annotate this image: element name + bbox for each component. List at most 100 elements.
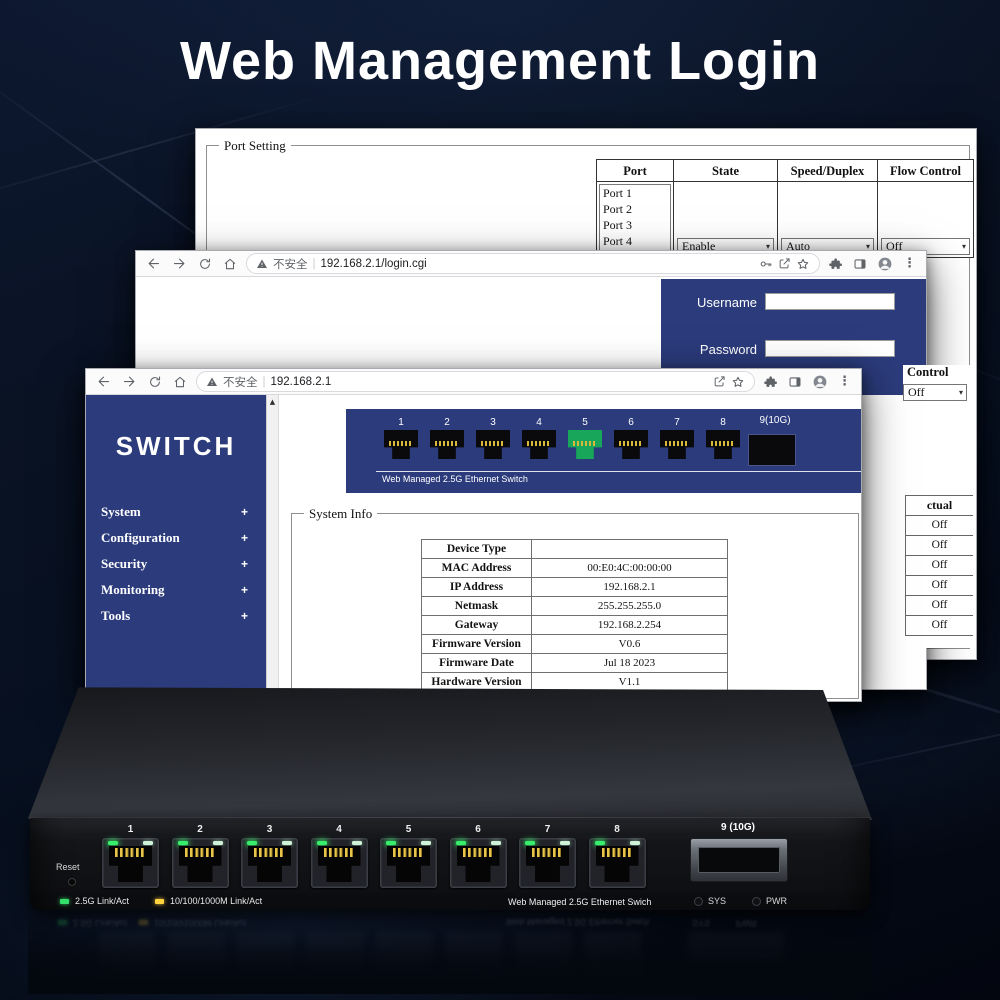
port-pins-icon: [184, 848, 216, 857]
device-port-number: 8: [614, 824, 620, 835]
info-row-value: 192.168.2.254: [532, 616, 728, 635]
port-pins-icon: [665, 441, 689, 446]
brand-logo: SWITCH: [115, 431, 237, 461]
extensions-puzzle-icon[interactable]: [764, 375, 778, 389]
banner-port-icon: [706, 430, 740, 459]
info-row-label: IP Address: [422, 578, 532, 597]
expand-plus-icon[interactable]: +: [240, 531, 248, 545]
switch-banner: 1 2 3 4 5 6 7 8 9(10G) Web Managed 2.5G …: [346, 409, 861, 493]
rj45-port: [449, 838, 507, 888]
green-led-icon: [525, 840, 535, 845]
info-row-label: Netmask: [422, 597, 532, 616]
expand-plus-icon[interactable]: +: [240, 609, 248, 623]
sidebar-item-configuration[interactable]: Configuration +: [86, 525, 266, 551]
banner-port-number: 1: [398, 417, 404, 428]
profile-avatar-icon[interactable]: [812, 374, 828, 390]
switch-management-window: 不安全 | 192.168.2.1 ⋮ SWITCH System: [85, 368, 862, 702]
port-option[interactable]: Port 1: [603, 186, 633, 200]
browser-menu-icon[interactable]: ⋮: [838, 374, 851, 389]
sidebar-item-tools[interactable]: Tools +: [86, 603, 266, 629]
flow-control-select-fragment[interactable]: Off ▾: [903, 384, 967, 401]
back-icon[interactable]: [96, 374, 111, 389]
port-option[interactable]: Port 2: [603, 202, 633, 216]
status-cell: Off: [906, 556, 973, 576]
port-option[interactable]: Port 4: [603, 234, 633, 248]
chevron-down-icon: ▾: [961, 242, 966, 251]
status-cell: Off: [906, 616, 973, 636]
rj45-port: [380, 838, 437, 888]
info-row-label: MAC Address: [422, 559, 532, 578]
rj45-port: [102, 838, 159, 888]
expand-plus-icon[interactable]: +: [240, 505, 248, 519]
password-input[interactable]: [765, 340, 895, 357]
banner-sfp-label: 9(10G): [759, 415, 791, 426]
sidebar-item-monitoring[interactable]: Monitoring +: [86, 577, 266, 603]
info-row-label: Firmware Version: [422, 635, 532, 654]
port-config-table: Port State Speed/Duplex Flow Control Por…: [596, 159, 974, 258]
info-row-label: Gateway: [422, 616, 532, 635]
chevron-down-icon: ▾: [765, 242, 770, 251]
username-input[interactable]: [765, 293, 895, 310]
banner-sfp-port-icon: [749, 435, 795, 465]
browser-menu-icon[interactable]: ⋮: [903, 256, 916, 271]
port-pins-icon: [389, 441, 413, 446]
system-info-table: Device Type MAC Address 00:E0:4C:00:00:0…: [421, 539, 728, 692]
info-row-label: Device Type: [422, 540, 532, 559]
profile-avatar-icon[interactable]: [877, 256, 893, 272]
share-icon[interactable]: [713, 375, 726, 388]
side-panel-icon[interactable]: [853, 257, 867, 271]
sidebar-item-label: Tools: [101, 608, 131, 623]
device-port-number: 4: [336, 824, 342, 835]
browser-toolbar: 不安全 | 192.168.2.1 ⋮: [86, 369, 861, 395]
link-led-icon: [629, 840, 640, 845]
switch-web-ui: SWITCH System + Configuration + Security…: [86, 395, 861, 701]
home-icon[interactable]: [223, 257, 237, 271]
switch-front-panel: Reset 1 2 3 4 5 6 7 8 9 (10G) 2.5G Link/…: [30, 818, 870, 910]
link-led-icon: [143, 840, 153, 845]
address-bar[interactable]: 不安全 | 192.168.2.1: [196, 371, 755, 392]
extensions-puzzle-icon[interactable]: [829, 257, 843, 271]
scroll-up-icon[interactable]: ▲: [269, 398, 276, 406]
sidebar-item-label: Monitoring: [101, 582, 165, 597]
reflection-fade: [28, 914, 872, 994]
banner-port-icon: [430, 430, 464, 459]
home-icon[interactable]: [173, 375, 187, 389]
actual-header-fragment: ctual: [906, 496, 973, 516]
rj45-port: [588, 838, 646, 888]
sidebar-menu: System + Configuration + Security + Moni…: [86, 499, 266, 629]
expand-plus-icon[interactable]: +: [240, 557, 248, 571]
reload-icon[interactable]: [198, 257, 212, 271]
share-icon[interactable]: [778, 257, 791, 270]
banner-port-icon: [522, 430, 556, 459]
expand-plus-icon[interactable]: +: [240, 583, 248, 597]
banner-port-icon: [384, 430, 418, 459]
col-header-flow: Flow Control: [878, 160, 974, 182]
reload-icon[interactable]: [148, 375, 162, 389]
reflection: 2.5G Link/Act 10/100/1000M Link/Act Web …: [28, 914, 872, 994]
back-icon[interactable]: [146, 256, 161, 271]
bookmark-star-icon[interactable]: [796, 257, 810, 271]
url-text: 192.168.2.1/login.cgi: [320, 257, 427, 270]
address-bar[interactable]: 不安全 | 192.168.2.1/login.cgi: [246, 253, 820, 274]
port-listbox[interactable]: Port 1 Port 2 Port 3 Port 4: [599, 184, 671, 252]
status-cell: Off: [906, 516, 973, 536]
key-icon[interactable]: [759, 257, 773, 271]
reset-button: [68, 878, 76, 886]
forward-icon[interactable]: [122, 374, 137, 389]
forward-icon[interactable]: [172, 256, 187, 271]
port-pins-icon: [601, 848, 633, 857]
username-label: Username: [697, 295, 757, 310]
info-row-value: Jul 18 2023: [532, 654, 728, 673]
sidebar-item-system[interactable]: System +: [86, 499, 266, 525]
col-header-state: State: [674, 160, 778, 182]
state-select-value: Enable: [682, 239, 716, 253]
side-panel-icon[interactable]: [788, 375, 802, 389]
sidebar-item-security[interactable]: Security +: [86, 551, 266, 577]
port-option[interactable]: Port 3: [603, 218, 633, 232]
sidebar-scrollbar[interactable]: ▲: [266, 395, 279, 701]
status-cell: Off: [906, 596, 973, 616]
bookmark-star-icon[interactable]: [731, 375, 745, 389]
link-led-icon: [212, 840, 223, 845]
not-secure-warning-icon: [206, 376, 218, 388]
port-pins-icon: [435, 441, 459, 446]
